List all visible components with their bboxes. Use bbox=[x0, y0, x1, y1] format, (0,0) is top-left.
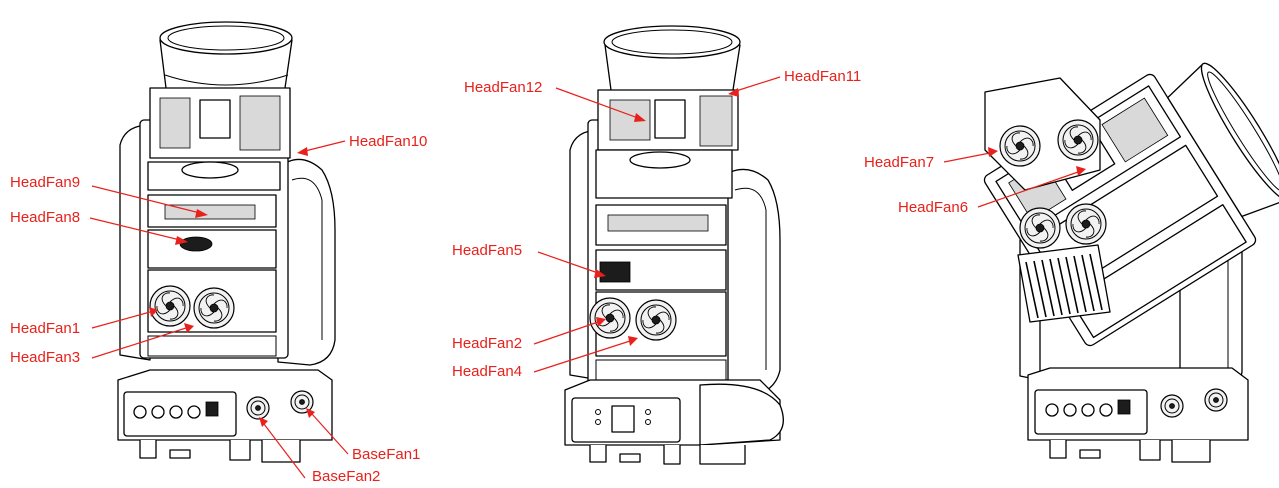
label-headfan7: HeadFan7 bbox=[864, 154, 934, 171]
label-basefan1: BaseFan1 bbox=[352, 446, 420, 463]
label-headfan4: HeadFan4 bbox=[452, 363, 522, 380]
fixture-left bbox=[117, 21, 336, 463]
label-headfan1: HeadFan1 bbox=[10, 320, 80, 337]
label-headfan9: HeadFan9 bbox=[10, 174, 80, 191]
yoke-arm-right bbox=[277, 158, 336, 366]
label-headfan6: HeadFan6 bbox=[898, 199, 968, 216]
leader-lines bbox=[89, 76, 1086, 479]
label-basefan2: BaseFan2 bbox=[312, 468, 380, 483]
fixture-middle bbox=[564, 25, 784, 465]
label-headfan2: HeadFan2 bbox=[452, 335, 522, 352]
label-headfan12: HeadFan12 bbox=[464, 79, 542, 96]
label-headfan11: HeadFan11 bbox=[784, 68, 861, 85]
lens-barrel bbox=[1167, 63, 1279, 218]
fan-labels: HeadFan10 HeadFan9 HeadFan8 HeadFan1 Hea… bbox=[10, 68, 968, 485]
fixture-right bbox=[983, 62, 1279, 463]
label-headfan5: HeadFan5 bbox=[452, 242, 522, 259]
label-headfan8: HeadFan8 bbox=[10, 209, 80, 226]
label-headfan10: HeadFan10 bbox=[349, 133, 427, 150]
yoke-arm-right bbox=[719, 168, 781, 396]
label-headfan3: HeadFan3 bbox=[10, 349, 80, 366]
